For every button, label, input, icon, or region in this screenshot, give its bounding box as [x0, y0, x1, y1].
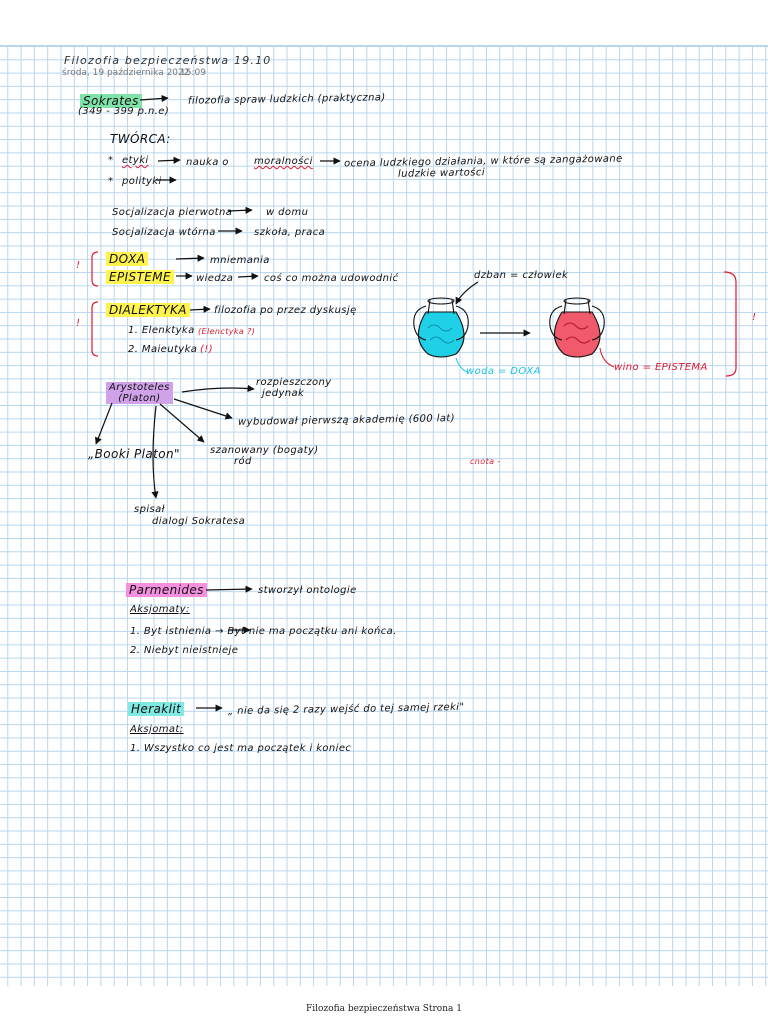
aristoteles-branch-books: „Booki Platon" — [88, 447, 180, 461]
grid-paper — [0, 45, 768, 986]
episteme-desc2: coś co można udowodnić — [264, 273, 399, 284]
sokrates-name: Sokrates — [80, 94, 142, 108]
parmenides-desc: stworzył ontologie — [258, 585, 357, 596]
heraklit-axiom-1: 1. Wszystko co jest ma początek i koniec — [130, 743, 352, 754]
episteme-desc: wiedza — [196, 273, 234, 284]
dialektyka-desc: filozofia po przez dyskusję — [214, 305, 357, 316]
aristoteles-branch-dialogues: spisał dialogi Sokratesa — [134, 504, 246, 527]
soc-primary: Socjalizacja pierwotna — [112, 207, 233, 218]
bullet-star: * — [108, 155, 114, 166]
creator-heading: TWÓRCA: — [110, 132, 171, 146]
ethics-science: nauka o — [186, 157, 229, 168]
important-mark: ! — [76, 318, 81, 329]
stray-note: cnota - — [470, 457, 501, 466]
page-footer: Filozofia bezpieczeństwa Strona 1 — [306, 1004, 462, 1014]
page-time: 15:09 — [180, 68, 206, 78]
jug-label: dzban = człowiek — [474, 270, 569, 281]
important-mark: ! — [752, 312, 757, 323]
heraklit-axioms-label: Aksjomat: — [130, 724, 184, 735]
parmenides-axiom-2: 2. Niebyt nieistnieje — [130, 645, 239, 656]
page-date: środa, 19 października 2022 — [62, 68, 190, 78]
episteme-term: EPISTEME — [106, 270, 175, 284]
doxa-term: DOXA — [106, 252, 149, 266]
water-label: woda = DOXA — [466, 366, 541, 377]
dialektyka-term: DIALEKTYKA — [106, 303, 190, 317]
dialektyka-item-1: 1. Elenktyka — [128, 325, 195, 336]
dialektyka-item-2-note: (!) — [200, 344, 214, 355]
ethics-values: ludzkie wartości — [397, 167, 486, 180]
important-mark: ! — [76, 260, 81, 271]
sokrates-years: (349 - 399 p.n.e) — [78, 106, 170, 117]
soc-secondary-place: szkoła, praca — [254, 227, 326, 238]
parmenides-axiom-1: 1. Byt istnienia → Byt nie ma początku a… — [130, 626, 397, 637]
heraklit-name: Heraklit — [128, 702, 185, 716]
parmenides-axioms-label: Aksjomaty: — [130, 604, 190, 615]
bullet-politics: polityki — [122, 176, 162, 187]
wine-label: wino = EPISTEMA — [614, 362, 708, 373]
bullet-star: * — [108, 176, 114, 187]
parmenides-name: Parmenides — [126, 583, 207, 597]
aristoteles-branch-spoiled: rozpieszczony jedynak — [256, 377, 332, 399]
aristoteles-branch-family: szanowany (bogaty) ród — [210, 445, 319, 467]
soc-secondary: Socjalizacja wtórna — [112, 227, 216, 238]
dialektyka-item-2: 2. Maieutyka — [128, 344, 198, 355]
ethics-morality: moralności — [254, 156, 313, 167]
dialektyka-item-1-note: (Elenctyka ?) — [198, 327, 256, 336]
soc-primary-place: w domu — [266, 207, 309, 218]
bullet-ethics: etyki — [122, 155, 149, 166]
doxa-desc: mniemania — [210, 255, 270, 266]
aristoteles-name: Arystoteles (Platon) — [106, 382, 173, 404]
page-title: Filozofia bezpieczeństwa 19.10 — [64, 54, 272, 67]
